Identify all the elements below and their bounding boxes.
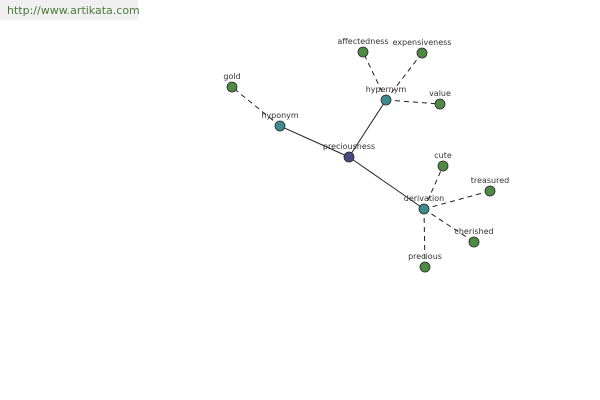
edge-hypernym-expensiveness: [385, 52, 423, 101]
node-gold-label: gold: [223, 72, 240, 81]
edge-preciousness-derivation: [348, 156, 425, 210]
node-hyponym[interactable]: hyponym: [261, 111, 299, 132]
source-link[interactable]: http://www.artikata.com: [7, 4, 140, 17]
node-treasured-dot[interactable]: [484, 185, 496, 197]
node-affectedness-label: affectedness: [337, 37, 388, 46]
node-preciousness-label: preciousness: [323, 142, 375, 151]
edge-derivation-cute: [423, 165, 444, 210]
node-affectedness[interactable]: affectedness: [337, 37, 389, 58]
edge-derivation-precious: [423, 208, 426, 268]
node-value[interactable]: value: [429, 89, 451, 110]
node-hyponym-dot[interactable]: [274, 120, 286, 132]
edge-derivation-cherished: [423, 208, 475, 243]
node-cute-label: cute: [434, 151, 452, 160]
source-bar: http://www.artikata.com: [0, 0, 140, 20]
node-expensiveness-dot[interactable]: [416, 47, 428, 59]
node-cherished-dot[interactable]: [468, 236, 480, 248]
node-treasured-label: treasured: [471, 176, 509, 185]
node-expensiveness-label: expensiveness: [393, 38, 452, 47]
node-affectedness-dot[interactable]: [357, 46, 369, 58]
node-cute[interactable]: cute: [434, 151, 452, 172]
edge-derivation-treasured: [423, 190, 491, 210]
edge-preciousness-hyponym: [279, 125, 350, 158]
node-cherished-label: cherished: [454, 227, 493, 236]
edge-preciousness-hypernym: [348, 99, 387, 158]
node-expensiveness[interactable]: expensiveness: [393, 38, 452, 59]
node-precious[interactable]: precious: [408, 252, 442, 273]
node-cherished[interactable]: cherished: [454, 227, 494, 248]
node-preciousness[interactable]: preciousness: [323, 142, 375, 163]
node-precious-dot[interactable]: [419, 261, 431, 273]
node-value-dot[interactable]: [434, 98, 446, 110]
node-treasured[interactable]: treasured: [471, 176, 509, 197]
graph-nodes: preciousness hyponym hypernym derivation gol…: [223, 37, 509, 273]
node-cute-dot[interactable]: [437, 160, 449, 172]
node-derivation-dot[interactable]: [418, 203, 430, 215]
node-precious-label: precious: [408, 252, 442, 261]
node-hypernym-dot[interactable]: [380, 94, 392, 106]
node-hyponym-label: hyponym: [261, 111, 299, 120]
node-gold[interactable]: gold: [223, 72, 241, 93]
edge-hyponym-gold: [231, 86, 281, 127]
node-derivation[interactable]: derivation: [404, 194, 444, 215]
edge-hypernym-value: [385, 99, 441, 105]
node-hypernym-label: hypernym: [366, 85, 407, 94]
node-preciousness-dot[interactable]: [343, 151, 355, 163]
node-value-label: value: [429, 89, 451, 98]
node-gold-dot[interactable]: [226, 81, 238, 93]
node-hypernym[interactable]: hypernym: [366, 85, 407, 106]
node-derivation-label: derivation: [404, 194, 444, 203]
graph-edges: [231, 51, 491, 268]
